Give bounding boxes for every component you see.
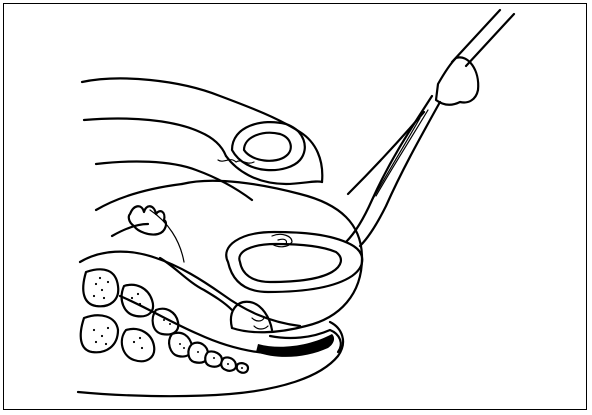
abdominal-wall-outer [82,78,322,182]
fetal-hand [112,206,166,236]
vertebra-3 [122,285,153,317]
fetal-face [231,302,272,330]
symphysis-inner [244,133,291,161]
spine [78,252,343,397]
instrument-cord-b [370,118,420,204]
instrument-cord-a [376,110,428,196]
fetal-shoulder-line [150,210,184,262]
fetal-arm [112,224,148,236]
fetal-fingers [129,206,166,234]
vertebra-2 [81,315,118,352]
vacuum-cup-inner [239,244,341,282]
instrument-tube-inner [360,102,440,246]
extractor-instrument [346,10,514,246]
fetal-neck [160,258,232,310]
vertebra-1 [83,269,118,306]
fetal-face-detail [252,318,268,329]
instrument-bulb [436,57,478,104]
vertebra-4 [122,329,154,361]
vertebra-8 [205,351,222,366]
tissue-rough-edge [218,160,254,163]
vacuum-cup [226,232,362,292]
fetal-head-outline [182,181,362,333]
abdominal-wall-inner [84,119,226,157]
